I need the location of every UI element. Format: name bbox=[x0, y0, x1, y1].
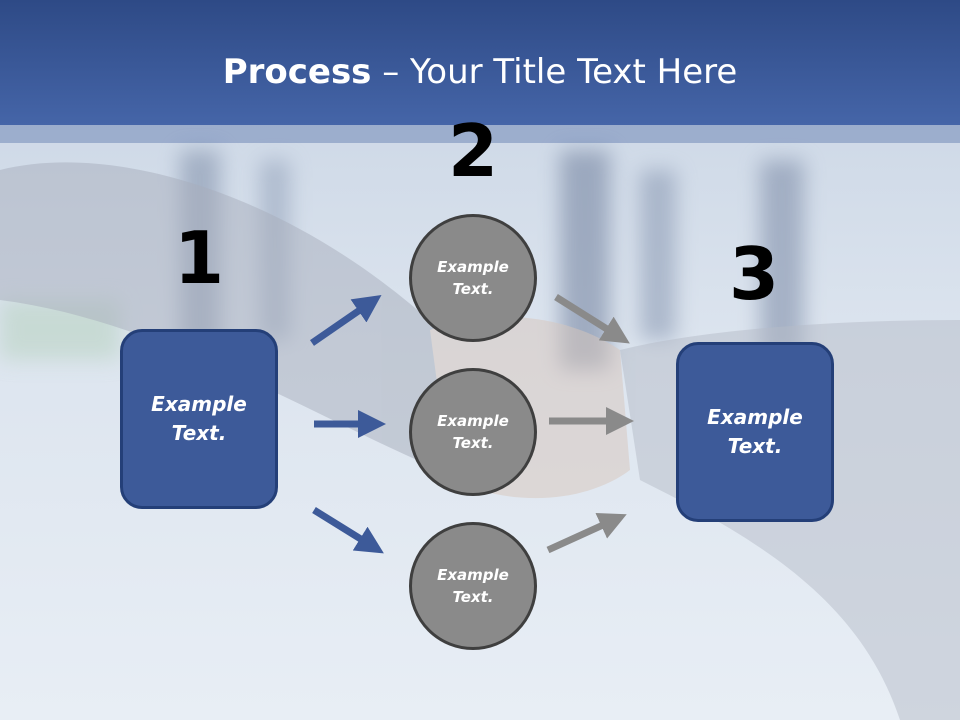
title-bold: Process bbox=[222, 52, 372, 92]
step-number-2: 2 bbox=[447, 109, 499, 193]
step-2-circle-bottom: Example Text. bbox=[409, 522, 537, 650]
arrow-1-to-top bbox=[310, 295, 382, 346]
step-1-box: Example Text. bbox=[120, 329, 278, 509]
circle-middle-text: Example Text. bbox=[437, 411, 509, 453]
step-2-circle-top: Example Text. bbox=[409, 214, 537, 342]
step-3-text: Example Text. bbox=[707, 405, 803, 458]
arrow-top-to-3 bbox=[554, 294, 630, 344]
step-1-text: Example Text. bbox=[151, 392, 247, 445]
arrow-bottom-to-3 bbox=[546, 513, 627, 554]
step-number-3: 3 bbox=[728, 232, 780, 316]
step-number-1: 1 bbox=[173, 216, 225, 300]
circle-bottom-text: Example Text. bbox=[437, 565, 509, 607]
arrow-1-to-bottom bbox=[312, 507, 384, 554]
title-rest: – Your Title Text Here bbox=[371, 52, 738, 92]
step-2-circle-middle: Example Text. bbox=[409, 368, 537, 496]
circle-top-text: Example Text. bbox=[437, 257, 509, 299]
step-3-box: Example Text. bbox=[676, 342, 834, 522]
page-title: Process – Your Title Text Here bbox=[0, 52, 960, 92]
